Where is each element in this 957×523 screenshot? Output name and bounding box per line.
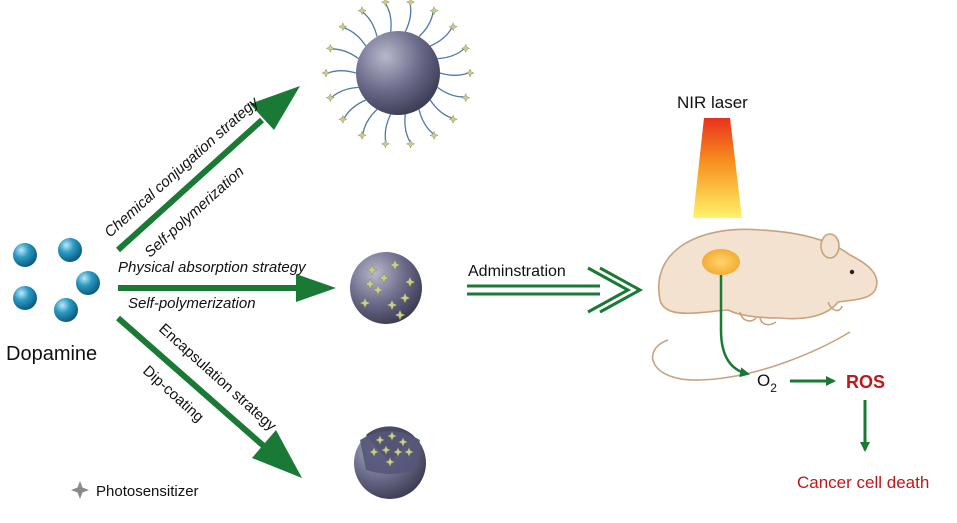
nir-laser-beam	[693, 118, 742, 218]
tumor-to-o2-arrow	[719, 275, 750, 378]
encapsulated-nanoparticle	[354, 426, 426, 499]
encapsulation-arrow	[116, 315, 302, 478]
administration-arrow	[467, 266, 644, 314]
chemical-conjugation-arrow	[115, 86, 300, 253]
conjugated-nanoparticle	[321, 0, 475, 149]
photosensitizer-star-icon	[71, 481, 89, 499]
photosensitizer-label: Photosensitizer	[96, 483, 199, 500]
administration-label: Adminstration	[468, 263, 566, 280]
physical-absorption-arrow	[118, 274, 336, 302]
ros-label: ROS	[846, 372, 885, 392]
self-polymerization-label-2: Self-polymerization	[128, 295, 256, 312]
dip-coating-label: Dip-coating	[139, 362, 207, 425]
dopamine-molecules	[13, 238, 100, 322]
cancer-cell-death-label: Cancer cell death	[797, 473, 929, 492]
encapsulation-label: Encapsulation strategy	[155, 320, 280, 435]
o2-label: O2	[757, 371, 777, 395]
absorbed-nanoparticle	[350, 252, 422, 324]
dopamine-label: Dopamine	[6, 343, 97, 365]
mouse-illustration	[651, 228, 878, 381]
physical-absorption-label: Physical absorption strategy	[118, 259, 307, 276]
tumor-spot	[702, 249, 740, 275]
nir-laser-label: NIR laser	[677, 93, 748, 112]
